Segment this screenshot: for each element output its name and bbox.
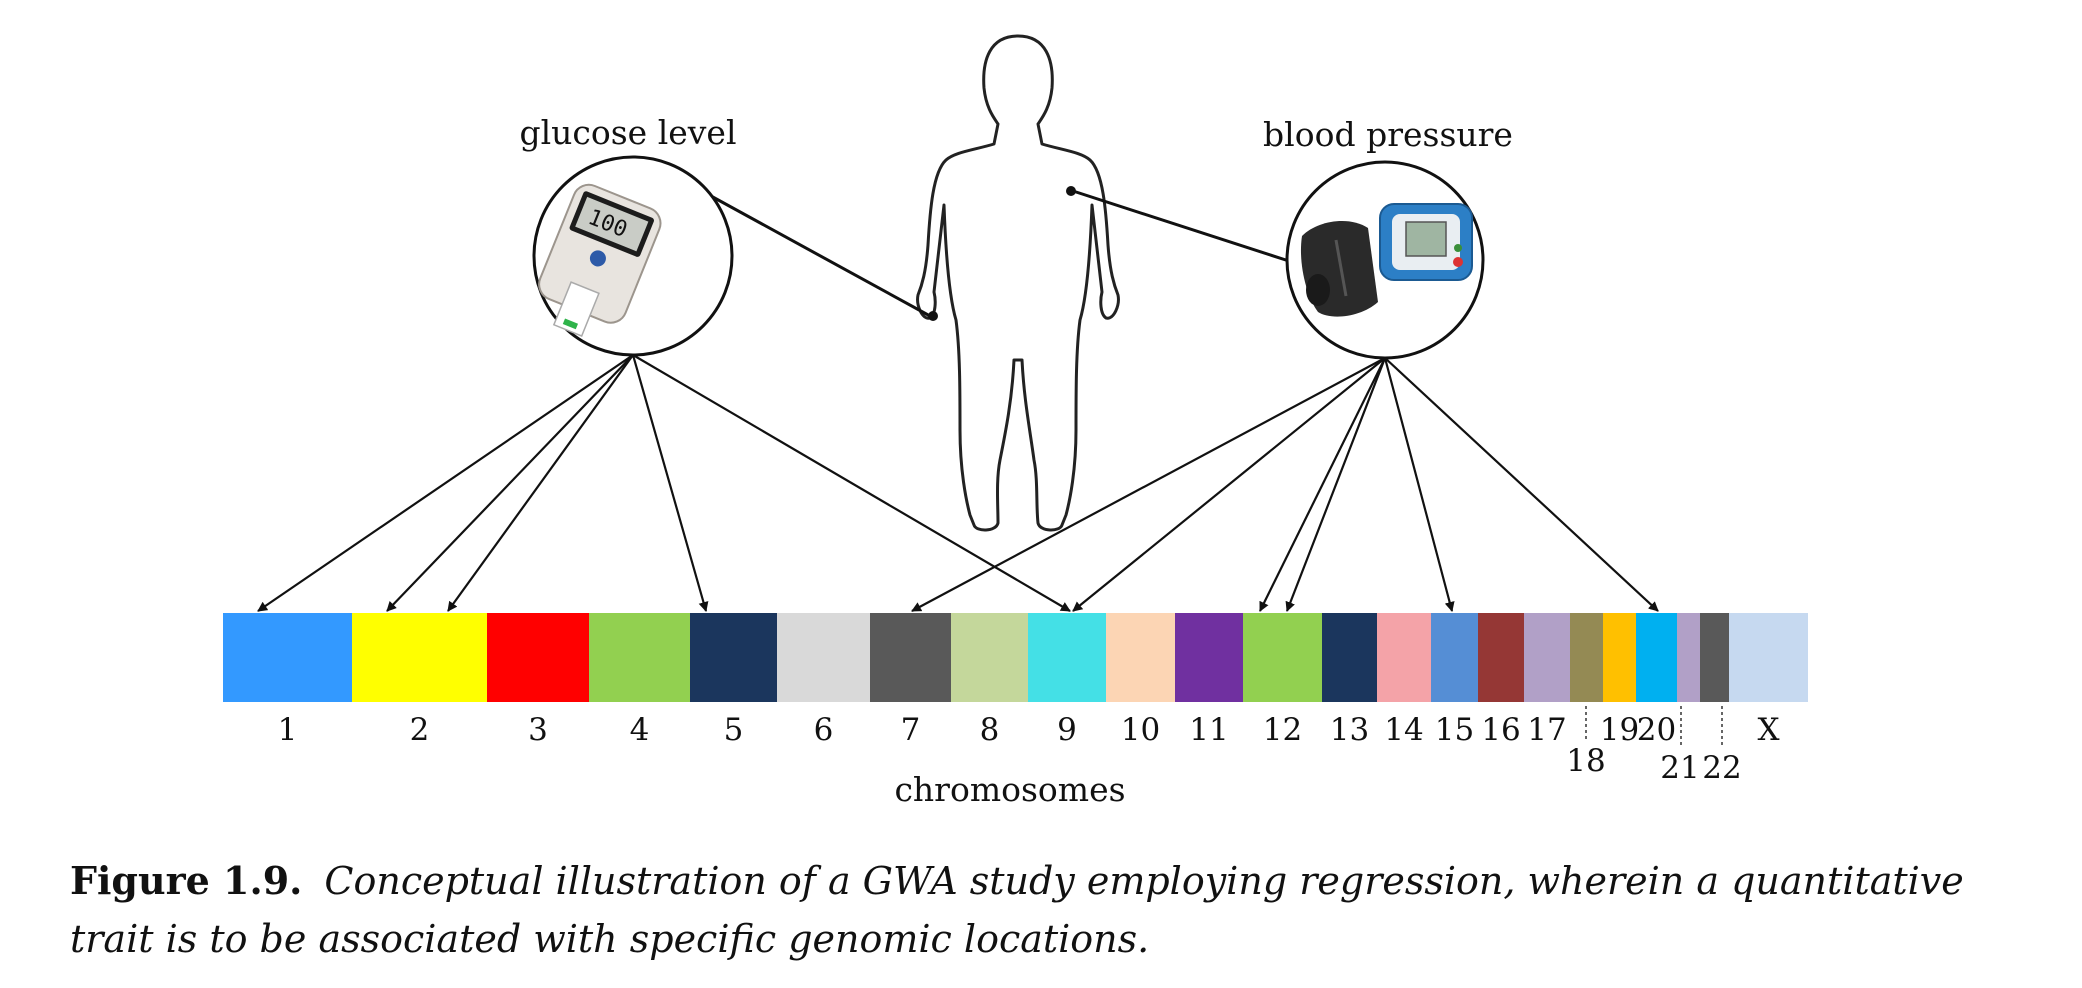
chromosome-label-17: 17 <box>1527 712 1566 748</box>
chromosome-x <box>1729 613 1808 702</box>
arrow-blood-pressure-to-chr-12 <box>1259 357 1386 612</box>
arrow-blood-pressure-to-chr-15 <box>1383 357 1455 612</box>
chromosome-label-13: 13 <box>1330 712 1369 748</box>
chromosome-label-8: 8 <box>980 712 1000 748</box>
arrow-glucose-level-to-chr-2 <box>447 354 634 612</box>
glucose-label: glucose level <box>519 113 736 152</box>
chromosome-3 <box>487 613 589 702</box>
chromosome-2 <box>352 613 487 702</box>
chromosome-bar <box>223 613 1808 702</box>
arrow-blood-pressure-to-chr-12 <box>1285 357 1387 612</box>
chromosome-label-10: 10 <box>1121 712 1160 748</box>
chromosome-label-6: 6 <box>814 712 834 748</box>
chromosome-label-1: 1 <box>278 712 298 748</box>
chromosome-label-19: 19 <box>1600 712 1639 748</box>
chromosome-label-3: 3 <box>528 712 548 748</box>
figure-caption: Figure 1.9.Conceptual illustration of a … <box>70 852 2010 968</box>
arrow-blood-pressure-to-chr-7 <box>911 357 1386 612</box>
chromosome-9 <box>1028 613 1106 702</box>
chromosome-label-11: 11 <box>1189 712 1228 748</box>
blood-pressure-label: blood pressure <box>1263 115 1513 154</box>
chromosome-14 <box>1377 613 1431 702</box>
chromosome-13 <box>1322 613 1377 702</box>
arrow-glucose-level-to-chr-2 <box>386 354 634 612</box>
chromosome-7 <box>870 613 951 702</box>
chromosome-label-15: 15 <box>1435 712 1474 748</box>
chromosome-8 <box>951 613 1028 702</box>
chromosome-label-x: X <box>1757 712 1779 748</box>
chromosome-12 <box>1243 613 1322 702</box>
association-arrows <box>257 354 1659 612</box>
glucose-connector <box>699 188 931 318</box>
chromosome-18 <box>1570 613 1603 702</box>
arrow-glucose-level-to-chr-5 <box>631 354 709 612</box>
glucose-sample-point <box>928 311 938 321</box>
chromosome-22 <box>1700 613 1729 702</box>
chromosome-16 <box>1478 613 1524 702</box>
chromosome-10 <box>1106 613 1175 702</box>
chromosome-label-7: 7 <box>901 712 921 748</box>
chromosome-5 <box>690 613 777 702</box>
chromosome-label-18: 18 <box>1566 743 1605 779</box>
chromosome-label-20: 20 <box>1637 712 1676 748</box>
chromosome-6 <box>777 613 870 702</box>
chromosome-label-16: 16 <box>1481 712 1520 748</box>
chromosome-19 <box>1603 613 1636 702</box>
glucose-meter-icon: 100 <box>538 183 662 337</box>
chromosome-label-22: 22 <box>1702 750 1741 786</box>
bp-sample-point <box>1066 186 1076 196</box>
arrow-glucose-level-to-chr-9 <box>632 354 1071 612</box>
chromosome-label-4: 4 <box>630 712 650 748</box>
chromosome-20 <box>1636 613 1677 702</box>
chromosomes-axis-label: chromosomes <box>894 770 1125 809</box>
chromosome-label-5: 5 <box>724 712 744 748</box>
figure-label: Figure 1.9. <box>70 858 303 903</box>
chromosome-21 <box>1677 613 1700 702</box>
chromosome-1 <box>223 613 352 702</box>
chromosome-15 <box>1431 613 1478 702</box>
arrow-glucose-level-to-chr-1 <box>257 354 634 612</box>
bp-connector <box>1072 189 1293 264</box>
chromosome-4 <box>589 613 690 702</box>
human-silhouette-icon <box>916 34 1120 532</box>
blood-pressure-monitor-icon <box>1300 203 1473 317</box>
chromosome-label-12: 12 <box>1263 712 1302 748</box>
chromosome-label-9: 9 <box>1057 712 1077 748</box>
chromosome-11 <box>1175 613 1243 702</box>
arrow-blood-pressure-to-chr-9 <box>1072 357 1386 612</box>
caption-text: Conceptual illustration of a GWA study e… <box>70 859 1964 961</box>
chromosome-label-14: 14 <box>1384 712 1423 748</box>
chromosome-label-21: 21 <box>1660 750 1699 786</box>
chromosome-17 <box>1524 613 1570 702</box>
arrow-blood-pressure-to-chr-20 <box>1384 357 1659 612</box>
chromosome-label-2: 2 <box>410 712 430 748</box>
